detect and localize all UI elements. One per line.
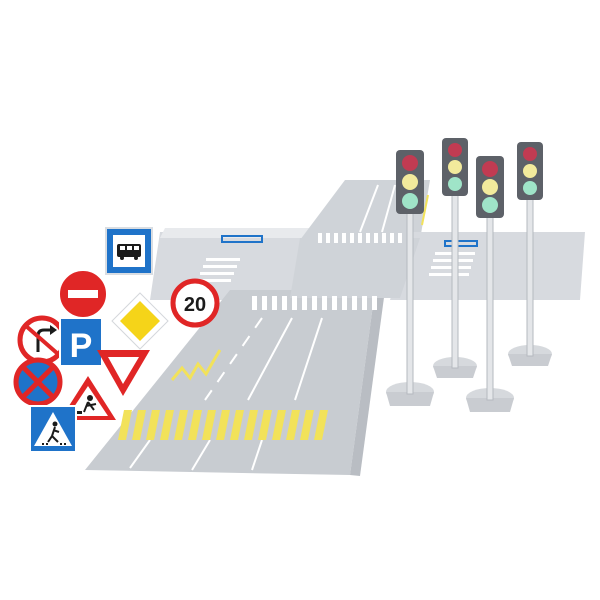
far-road-lane-line: [359, 184, 379, 233]
main-road-lane-line: [204, 317, 263, 401]
priority-road-sign-icon: [111, 292, 169, 350]
traffic-lights: [386, 138, 552, 412]
no-stopping-sign-icon: [13, 357, 63, 407]
far-road-yellow-line: [421, 194, 429, 226]
main-road-lane-line: [191, 439, 211, 471]
bus-stop-sign-icon: [105, 227, 153, 275]
bus-stop-marking: [221, 235, 263, 243]
main-road-lane-line: [294, 317, 323, 401]
intersection: [290, 238, 420, 298]
near-crosswalk: [252, 296, 377, 310]
no-right-turn-sign-icon: [17, 315, 67, 365]
traffic-light-icon: [433, 138, 477, 378]
main-road-edge: [350, 290, 385, 476]
far-road-lane-line: [381, 184, 396, 233]
road-signs: 20 P: [13, 227, 220, 453]
bus-stop-marking: [444, 240, 478, 247]
traffic-light-icon: [508, 142, 552, 366]
no-entry-sign-icon: [58, 269, 108, 319]
parking-sign-icon: P: [59, 317, 103, 367]
main-road-lane-line: [247, 317, 293, 401]
sidewalk-top: [160, 228, 340, 238]
traffic-light-icon: [386, 150, 434, 406]
main-road-lane-line: [129, 439, 151, 469]
main-road-lane-line: [251, 439, 263, 471]
give-way-sign-icon: [97, 350, 150, 396]
parking-letter: P: [70, 327, 93, 365]
left-crosswalk: [197, 258, 240, 282]
speed-limit-value: 20: [184, 294, 206, 316]
far-crosswalk: [318, 233, 402, 243]
pedestrian-crossing-sign-icon: [29, 405, 77, 453]
yellow-zebra-crossing: [118, 410, 328, 440]
traffic-light-icon: [466, 156, 514, 412]
speed-limit-sign-icon: 20: [170, 278, 220, 328]
yellow-zigzag-marking: [170, 349, 222, 381]
